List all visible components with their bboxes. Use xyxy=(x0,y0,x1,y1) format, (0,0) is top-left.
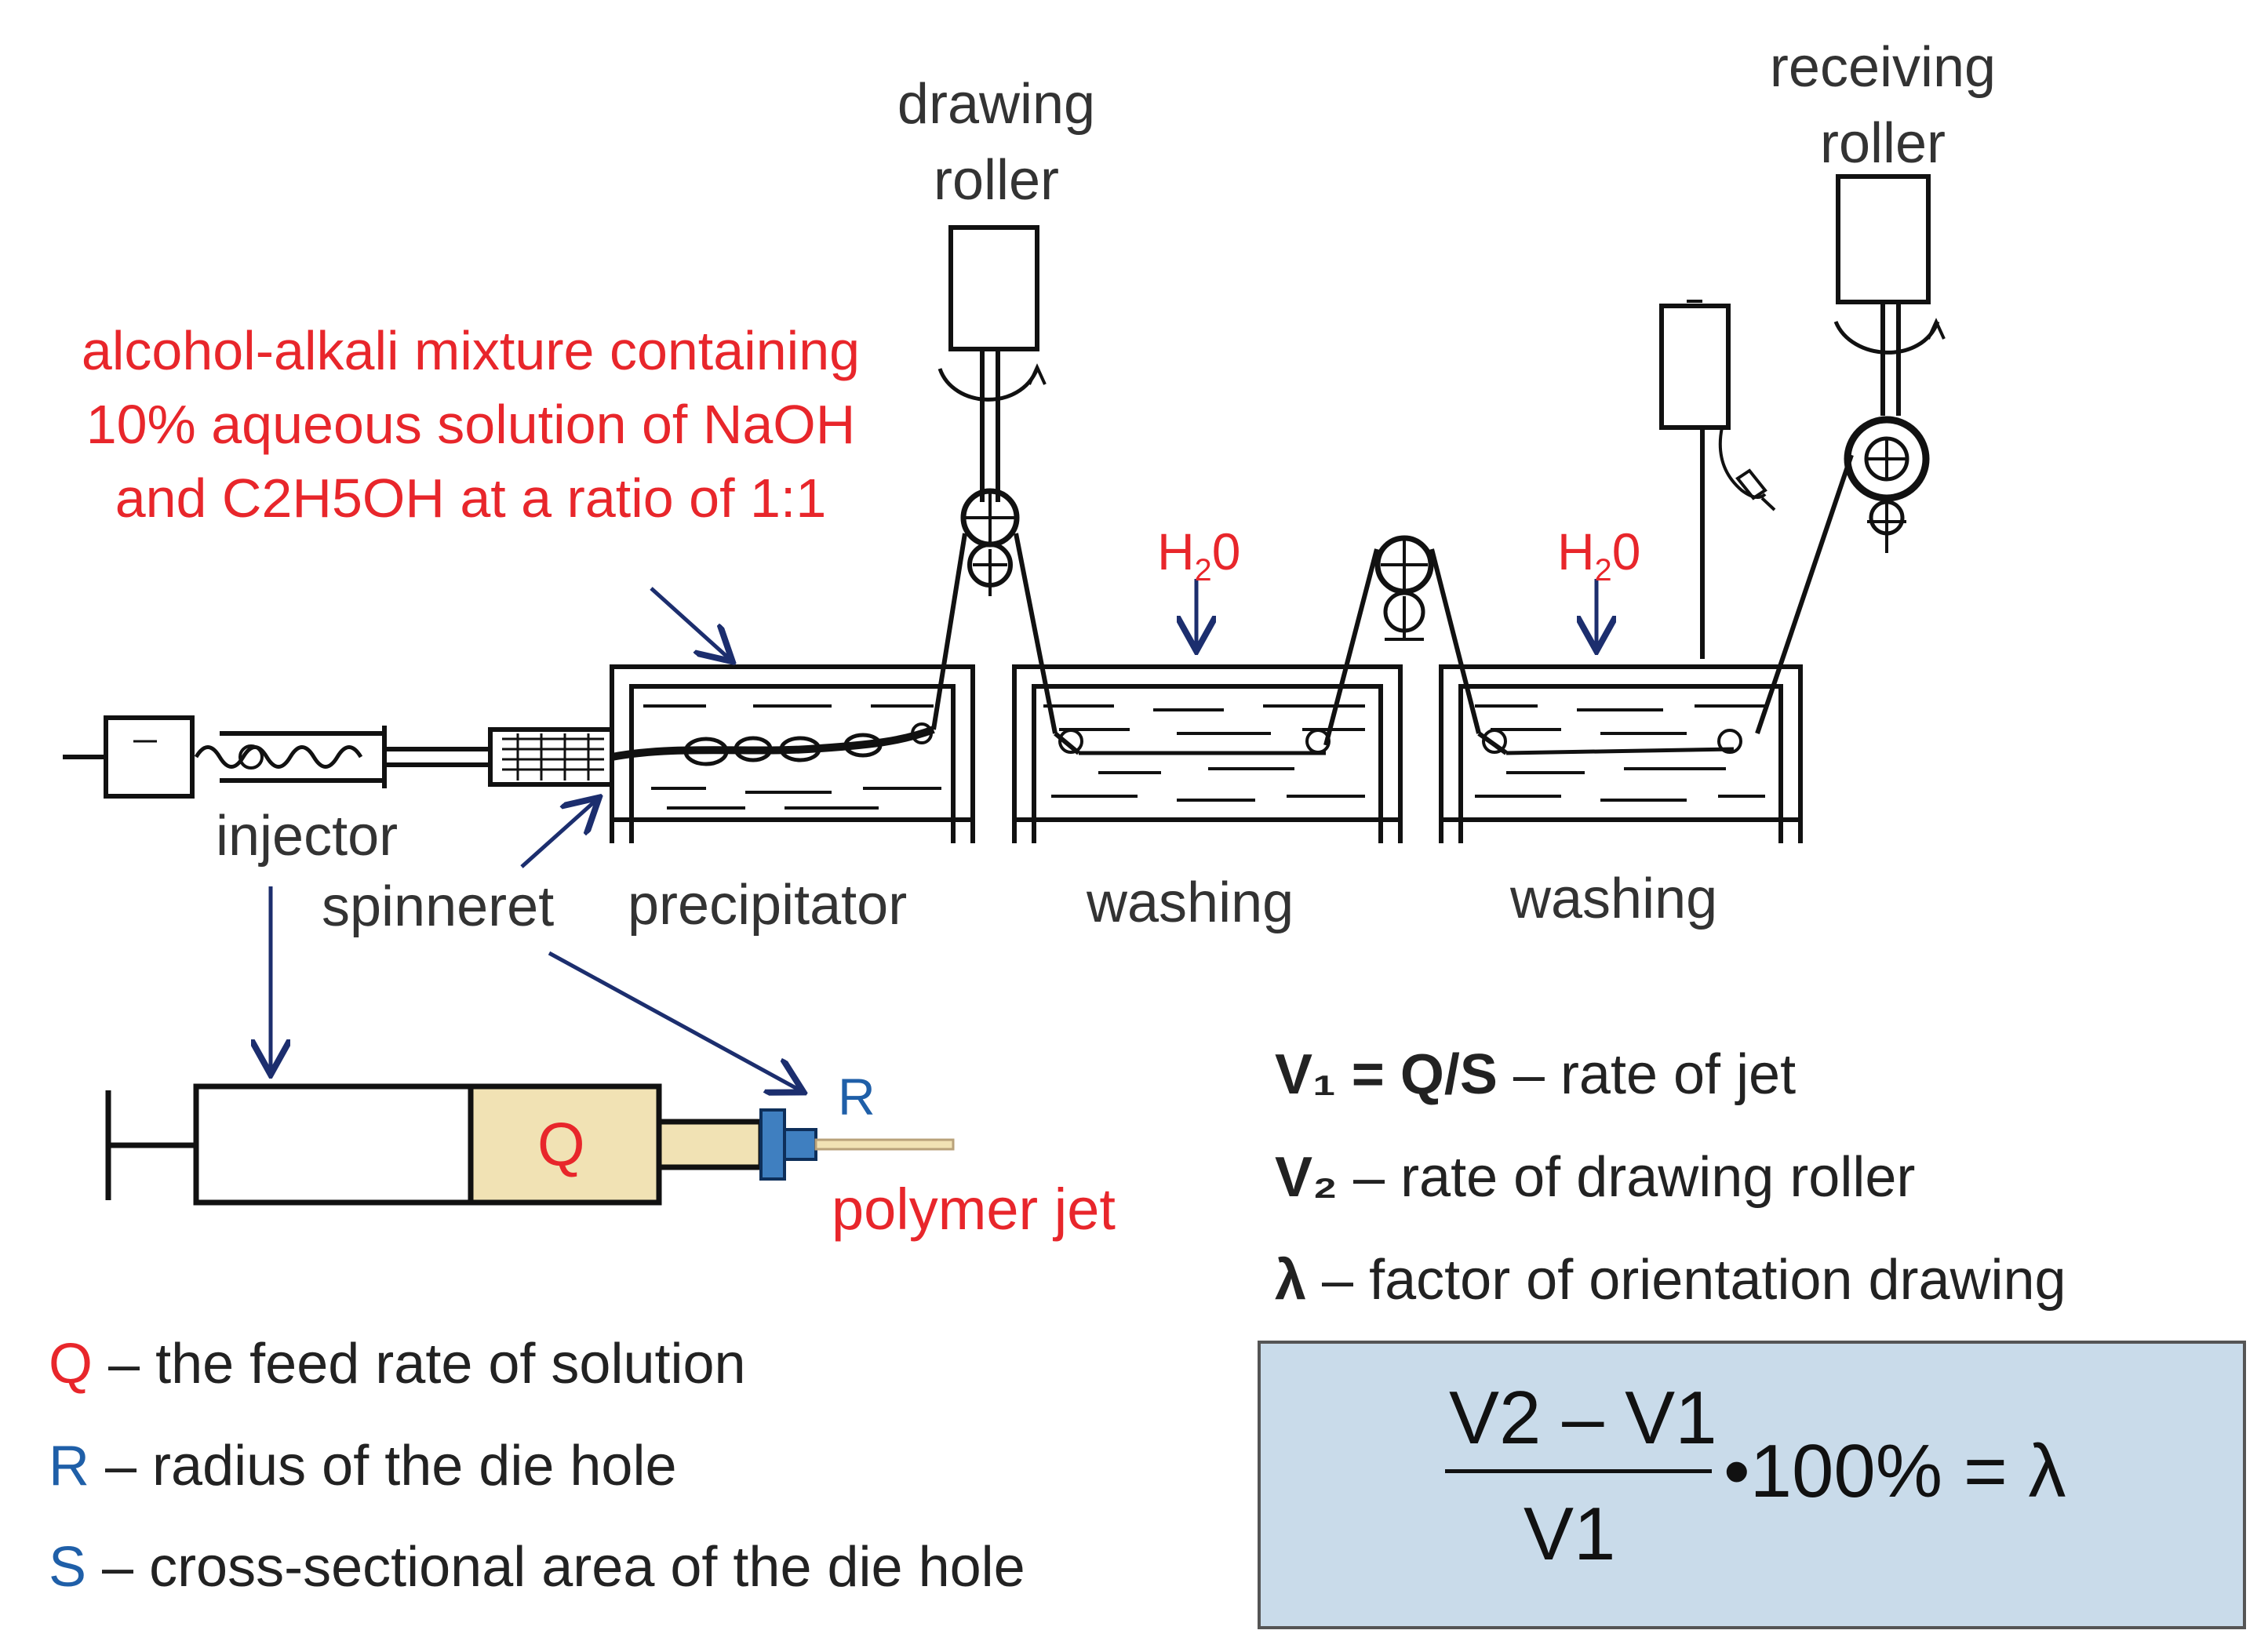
formula-box: V2 – V1 V1 •100% = λ xyxy=(1258,1341,2246,1629)
legend-v1-symbol: V₁ = Q/S xyxy=(1275,1043,1498,1106)
legend-s-symbol: S xyxy=(49,1536,87,1599)
pointer-arrows xyxy=(271,579,1596,1090)
mixture-label: alcohol-alkali mixture containing 10% aq… xyxy=(20,318,922,531)
syringe-nozzle xyxy=(656,1119,764,1170)
mixture-label-line-3: and C2H5OH at a ratio of 1:1 xyxy=(115,468,827,529)
legend-v2: V₂ – rate of drawing roller xyxy=(1275,1126,2066,1229)
receiving-roller-label-line-1: receiving xyxy=(1769,36,1997,99)
syringe-detail xyxy=(105,1083,955,1206)
legend-lambda: λ – factor of orientation drawing xyxy=(1275,1229,2066,1332)
water-label-1: H20 xyxy=(1157,522,1241,588)
legend-right: V₁ = Q/S – rate of jet V₂ – rate of draw… xyxy=(1275,1024,2066,1332)
arrow-mixture xyxy=(650,587,730,659)
polymer-jet-label: polymer jet xyxy=(832,1177,1116,1242)
legend-s-text: – cross-sectional area of the die hole xyxy=(86,1536,1025,1599)
legend-v1: V₁ = Q/S – rate of jet xyxy=(1275,1024,2066,1126)
formula-suffix: •100% = λ xyxy=(1724,1429,2066,1513)
drawing-roller xyxy=(931,225,1058,734)
water-label-2: H20 xyxy=(1557,522,1641,588)
syringe-q-label: Q xyxy=(537,1110,585,1179)
formula-fraction-bar xyxy=(1445,1469,1712,1473)
legend-left: Q – the feed rate of solution R – radius… xyxy=(49,1314,1025,1619)
legend-lambda-text: – factor of orientation drawing xyxy=(1306,1249,2066,1312)
mixture-label-line-2: 10% aqueous solution of NaOH xyxy=(86,394,856,455)
legend-v1-text: – rate of jet xyxy=(1497,1043,1797,1106)
drawing-roller-label-line-1: drawing xyxy=(897,73,1096,136)
mixture-label-line-1: alcohol-alkali mixture containing xyxy=(81,320,861,381)
legend-r: R – radius of the die hole xyxy=(49,1416,1025,1518)
washing-label-1: washing xyxy=(1087,871,1294,934)
formula-denominator: V1 xyxy=(1524,1492,1616,1576)
legend-v2-symbol: V₂ xyxy=(1275,1146,1338,1210)
formula-numerator: V2 – V1 xyxy=(1449,1376,1717,1460)
spinneret-label: spinneret xyxy=(322,875,555,938)
washing-bath-2 xyxy=(1439,454,1854,843)
legend-r-text: – radius of the die hole xyxy=(89,1434,677,1497)
drawing-roller-label-line-2: roller xyxy=(933,149,1060,213)
injector-label: injector xyxy=(216,805,399,868)
heater-probe xyxy=(1659,300,1776,659)
drawing-roller-label: drawing roller xyxy=(879,67,1114,219)
legend-q-text: – the feed rate of solution xyxy=(93,1333,746,1395)
receiving-roller-label: receiving roller xyxy=(1757,30,2008,182)
arrow-spinneret xyxy=(520,800,596,868)
legend-r-symbol: R xyxy=(49,1434,89,1497)
spinneret-die xyxy=(759,1108,786,1181)
r-label: R xyxy=(838,1068,876,1126)
injector-pump xyxy=(63,715,614,799)
arrow-spinneret-detail xyxy=(548,951,800,1090)
legend-v2-text: – rate of drawing roller xyxy=(1338,1146,1916,1210)
middle-roller xyxy=(1374,535,1481,734)
legend-q: Q – the feed rate of solution xyxy=(49,1314,1025,1416)
legend-lambda-symbol: λ xyxy=(1275,1249,1307,1312)
syringe-barrel xyxy=(193,1083,474,1206)
legend-q-symbol: Q xyxy=(49,1333,93,1395)
precipitator-bath xyxy=(610,664,975,843)
washing-bath-1 xyxy=(1012,548,1403,843)
washing-label-2: washing xyxy=(1510,868,1718,930)
receiving-roller-label-line-2: roller xyxy=(1819,112,1946,176)
precipitator-label: precipitator xyxy=(628,874,908,937)
legend-s: S – cross-sectional area of the die hole xyxy=(49,1517,1025,1619)
polymer-jet-line xyxy=(814,1138,955,1151)
receiving-roller xyxy=(1833,174,1946,553)
